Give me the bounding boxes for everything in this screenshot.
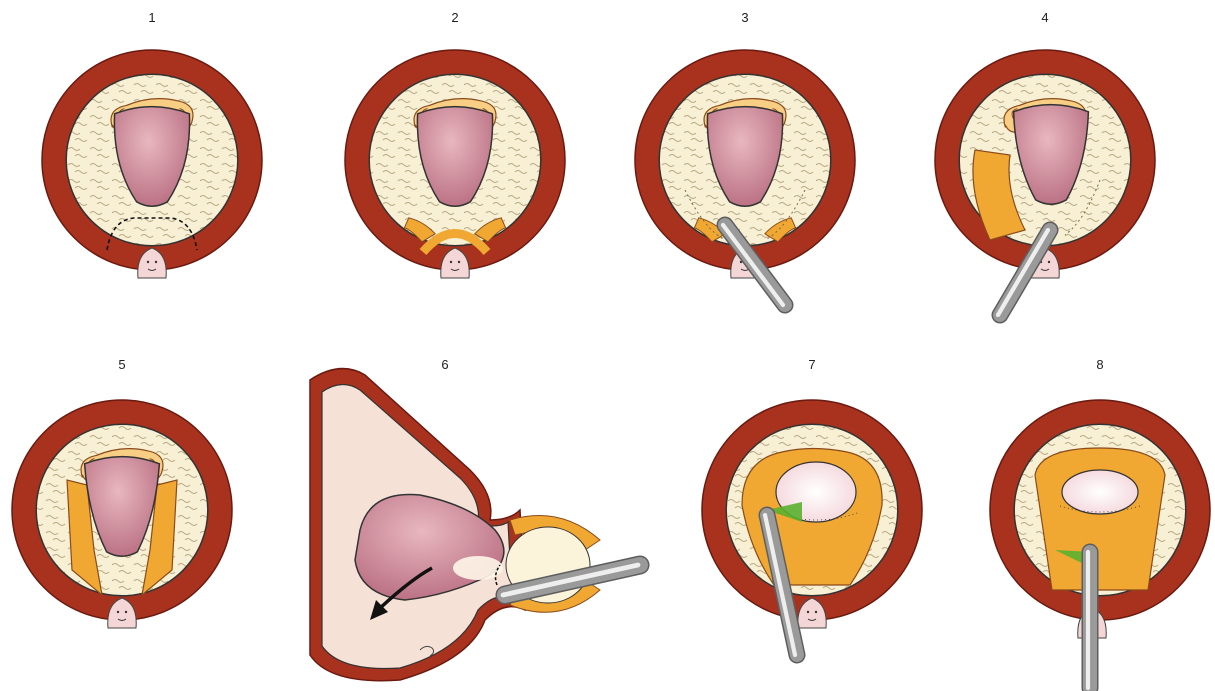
panel-3 [635, 50, 855, 305]
panel-2 [345, 50, 565, 278]
bladder-neck [1062, 470, 1138, 514]
panel-8 [990, 400, 1210, 688]
panel-7 [702, 400, 922, 655]
panel-4 [935, 50, 1155, 315]
prostatic-fossa [1035, 448, 1165, 590]
panel-1 [42, 50, 262, 278]
panel-6 [310, 369, 640, 681]
panel-5 [12, 400, 232, 628]
